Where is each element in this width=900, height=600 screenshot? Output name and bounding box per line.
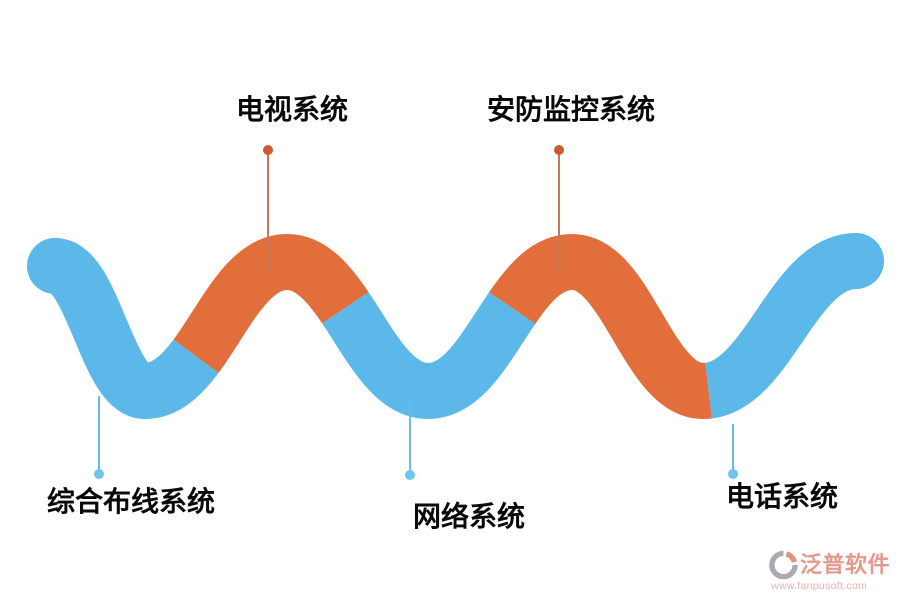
pointer-dot-tv xyxy=(263,145,273,155)
pointer-dot-security xyxy=(554,145,564,155)
label-network-system: 网络系统 xyxy=(413,501,526,532)
ribbon xyxy=(27,233,884,420)
watermark-brand: 泛普软件 xyxy=(800,552,891,577)
label-telephone-system: 电话系统 xyxy=(726,481,839,512)
label-integrated-cabling-system: 综合布线系统 xyxy=(47,486,216,517)
ribbon-segment-blue xyxy=(46,233,860,420)
ribbon-segment-blue xyxy=(46,233,860,420)
fanpu-logo-icon xyxy=(769,550,798,580)
watermark: 泛普软件 www.fanpusoft.com xyxy=(769,550,897,592)
pointers xyxy=(94,145,738,480)
label-tv-system: 电视系统 xyxy=(236,94,349,125)
label-security-monitoring-system: 安防监控系统 xyxy=(487,94,656,125)
watermark-url: www.fanpusoft.com xyxy=(771,580,868,592)
pointer-dot-phone xyxy=(728,469,738,479)
pointer-dot-network xyxy=(405,470,415,480)
pointer-dot-cabling xyxy=(94,469,104,479)
ribbon-segment-orange xyxy=(46,233,860,420)
